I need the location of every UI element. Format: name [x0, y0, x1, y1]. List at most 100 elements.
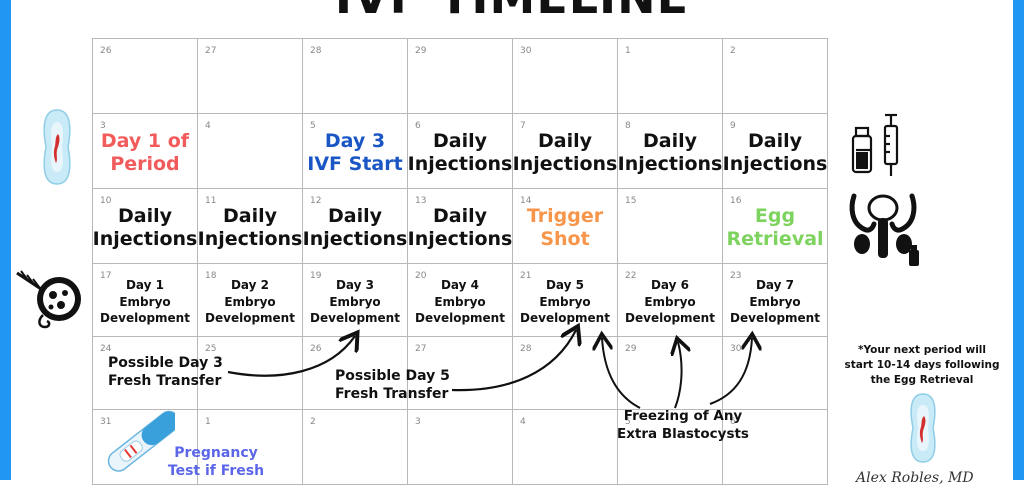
- event-text-line: Trigger: [526, 205, 604, 228]
- event-text-line: Period: [110, 153, 180, 175]
- event-text-line: Embryo: [329, 294, 381, 309]
- calendar-cell: 2: [303, 410, 408, 485]
- event-text-line: Day 7: [755, 277, 795, 292]
- day-number: 3: [100, 121, 106, 131]
- day-number: 18: [205, 271, 217, 281]
- day-number: 21: [520, 271, 532, 281]
- event-text-line: Injections: [407, 153, 513, 175]
- event-text-line: Embryo: [224, 294, 276, 309]
- day-number: 30: [730, 344, 742, 354]
- day-number: 13: [415, 196, 427, 206]
- event-text-line: Injections: [197, 228, 303, 250]
- day-number: 15: [625, 196, 637, 206]
- day-number: 17: [100, 271, 112, 281]
- day-number: 28: [520, 344, 532, 354]
- left-frame-border: [0, 0, 11, 480]
- event-text-line: Daily: [432, 205, 487, 228]
- calendar-cell: 29: [408, 39, 513, 114]
- calendar-cell: 1: [618, 39, 723, 114]
- next-period-note: *Your next period will start 10-14 days …: [844, 344, 1000, 387]
- day-number: 5: [310, 121, 316, 131]
- calendar-cell: 4: [198, 114, 303, 189]
- day-number: 14: [520, 196, 532, 206]
- day-number: 10: [100, 196, 112, 206]
- day-number: 26: [100, 46, 112, 56]
- calendar-cell: 3: [408, 410, 513, 485]
- event-text-line: Day 6: [650, 277, 690, 292]
- day-number: 29: [415, 46, 427, 56]
- event-text-line: Daily: [537, 130, 592, 153]
- event-text-line: Day 1: [125, 277, 165, 292]
- calendar-cell: 28: [513, 337, 618, 410]
- event-text-line: Egg: [754, 205, 796, 228]
- sperm-egg-icon: [16, 270, 81, 329]
- event-text-line: Injections: [617, 153, 723, 175]
- event-text-line: Injections: [407, 228, 513, 250]
- day-number: 1: [625, 46, 631, 56]
- calendar-cell: 4: [513, 410, 618, 485]
- day-number: 26: [310, 344, 322, 354]
- calendar-cell: 5: [618, 410, 723, 485]
- event-text-line: Development: [205, 311, 295, 326]
- calendar-cell: 26: [93, 39, 198, 114]
- event-text-line: Embryo: [749, 294, 801, 309]
- event-text-line: Daily: [327, 205, 382, 228]
- day-number: 25: [205, 344, 217, 354]
- event-text-line: Daily: [642, 130, 697, 153]
- event-text-line: Day 1 of: [100, 130, 190, 153]
- event-text-line: IVF Start: [307, 153, 403, 175]
- event-text-line: Embryo: [539, 294, 591, 309]
- freezing-note: Freezing of Any Extra Blastocysts: [617, 408, 749, 442]
- calendar-cell: 2: [723, 39, 828, 114]
- pad-icon: [43, 109, 71, 185]
- event-text-line: Development: [100, 311, 190, 326]
- calendar-cell: 30: [513, 39, 618, 114]
- day-number: 16: [730, 196, 742, 206]
- day-number: 6: [415, 121, 421, 131]
- event-text-line: Injections: [302, 228, 408, 250]
- day3-transfer-note: Possible Day 3 Fresh Transfer: [108, 355, 223, 390]
- day-number: 12: [310, 196, 322, 206]
- day-number: 4: [520, 417, 526, 427]
- event-text-line: Daily: [432, 130, 487, 153]
- day-number: 22: [625, 271, 637, 281]
- event-text-line: Development: [625, 311, 715, 326]
- event-text-line: Injections: [92, 228, 198, 250]
- event-text-line: Shot: [540, 228, 590, 250]
- event-text-line: Daily: [222, 205, 277, 228]
- day-number: 31: [100, 417, 112, 427]
- pad-icon: [910, 393, 936, 463]
- event-text-line: Development: [520, 311, 610, 326]
- calendar-cell: 30: [723, 337, 828, 410]
- pregnancy-test-icon: [107, 410, 175, 472]
- signature: Alex Robles, MD: [856, 470, 974, 486]
- event-text-line: Day 3: [324, 130, 386, 153]
